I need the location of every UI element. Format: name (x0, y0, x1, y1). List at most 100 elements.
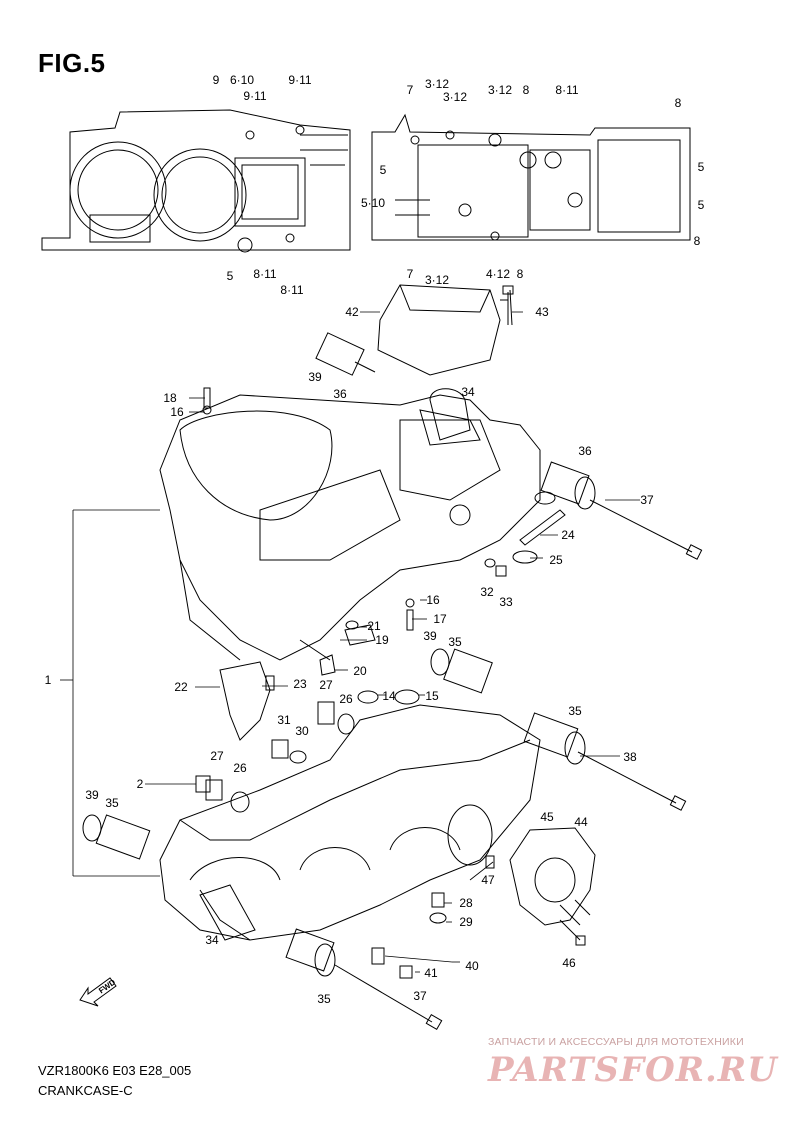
dowel-2 (195, 775, 211, 793)
water-pump (509, 827, 596, 926)
switch-40-41 (371, 947, 413, 979)
callout-label: 37 (640, 493, 654, 507)
plug-30-31 (271, 739, 307, 764)
callout-label: 27 (210, 749, 224, 763)
callout-label: 5 (697, 160, 705, 174)
callout-label: 9·11 (288, 73, 312, 87)
lower-crankcase (159, 704, 541, 941)
crankcase-top-view-right (371, 113, 691, 241)
callout-label: 4·12 (485, 267, 511, 281)
callout-label: 7 (406, 267, 414, 281)
callout-label: 20 (353, 664, 367, 678)
callout-label: 8 (516, 267, 524, 281)
bolt-37-lower (334, 964, 443, 1031)
callout-label: 37 (413, 989, 427, 1003)
callout-label: 5 (379, 163, 387, 177)
bracket-22-23 (219, 661, 275, 741)
plug-35-bottom (285, 928, 336, 977)
callout-label: 36 (333, 387, 347, 401)
callout-label: 2 (136, 777, 144, 791)
callout-label: 26 (233, 761, 247, 775)
section-name: CRANKCASE-C (38, 1083, 133, 1098)
callout-label: 30 (295, 724, 309, 738)
shaft-34-upper (419, 409, 481, 446)
callout-label: 24 (561, 528, 575, 542)
figure-title: FIG.5 (38, 48, 106, 78)
callout-label: 18 (163, 391, 177, 405)
callout-label: 8·11 (555, 83, 579, 97)
callout-label: 9 (212, 73, 220, 87)
callout-label: 14 (382, 689, 396, 703)
callout-label: 46 (562, 956, 576, 970)
callout-label: 16 (426, 593, 440, 607)
fwd-arrow-shape (79, 977, 117, 1007)
callout-label: 6·10 (229, 73, 255, 87)
upper-crankcase (159, 388, 541, 661)
callout-label: 34 (461, 385, 475, 399)
plug-36-right (540, 461, 596, 510)
callout-label: 25 (549, 553, 563, 567)
plug-35-right (523, 712, 586, 765)
plug-26-27-upper (317, 701, 355, 735)
crankcase-top-view-left (41, 109, 351, 253)
callout-label: 35 (105, 796, 119, 810)
callout-label: 33 (499, 595, 513, 609)
callout-label: 15 (425, 689, 439, 703)
callout-label: 27 (319, 678, 333, 692)
callout-label: 43 (535, 305, 549, 319)
callout-label: 5·10 (360, 196, 386, 210)
callout-label: 42 (345, 305, 359, 319)
callout-label: 38 (623, 750, 637, 764)
callout-label: 22 (174, 680, 188, 694)
callout-label: 29 (459, 915, 473, 929)
dowel-47 (485, 855, 495, 869)
callout-label: 36 (578, 444, 592, 458)
callout-label: 26 (339, 692, 353, 706)
callout-label: 8·11 (280, 283, 304, 297)
callout-label: 21 (367, 619, 381, 633)
cover-part (377, 284, 513, 376)
plug-36-upper (315, 332, 376, 376)
plug-26-27-lower (205, 779, 250, 813)
callout-label: 47 (481, 873, 495, 887)
watermark-logo: PARTSFOR.RU (488, 1050, 778, 1090)
callout-label: 28 (459, 896, 473, 910)
callout-label: 19 (375, 633, 389, 647)
plug-33 (495, 565, 507, 577)
shaft-34-lower (199, 884, 256, 941)
bolt-46 (559, 919, 586, 946)
callout-label: 44 (574, 815, 588, 829)
callout-label: 40 (465, 959, 479, 973)
callout-label: 1 (44, 673, 52, 687)
watermark-tagline: ЗАПЧАСТИ И АКСЕССУАРЫ ДЛЯ МОТОТЕХНИКИ (488, 1036, 744, 1048)
callout-label: 3·12 (487, 83, 513, 97)
callout-label: 3·12 (424, 273, 450, 287)
callout-label: 35 (317, 992, 331, 1006)
callout-label: 32 (480, 585, 494, 599)
callout-label: 17 (433, 612, 447, 626)
callout-label: 9·11 (243, 89, 267, 103)
orings-14-15 (357, 689, 420, 705)
callout-label: 39 (423, 629, 437, 643)
bolt-38 (577, 751, 687, 811)
callout-label: 35 (568, 704, 582, 718)
callout-label: 41 (424, 966, 438, 980)
callout-label: 8 (522, 83, 530, 97)
washer-32 (484, 558, 496, 568)
callout-label: 39 (308, 370, 322, 384)
callout-label: 45 (540, 810, 554, 824)
callout-label: 23 (293, 677, 307, 691)
callout-label: 3·12 (442, 90, 468, 104)
callout-label: 39 (85, 788, 99, 802)
callout-label: 5 (226, 269, 234, 283)
callout-label: 8 (693, 234, 701, 248)
bolt-28-29 (429, 892, 447, 924)
jet-16-17-mid (405, 598, 415, 631)
callout-label: 31 (277, 713, 291, 727)
dipstick-24 (519, 491, 566, 546)
callout-label: 35 (448, 635, 462, 649)
callout-label: 3·12 (424, 77, 450, 91)
bolt-43 (502, 285, 514, 325)
